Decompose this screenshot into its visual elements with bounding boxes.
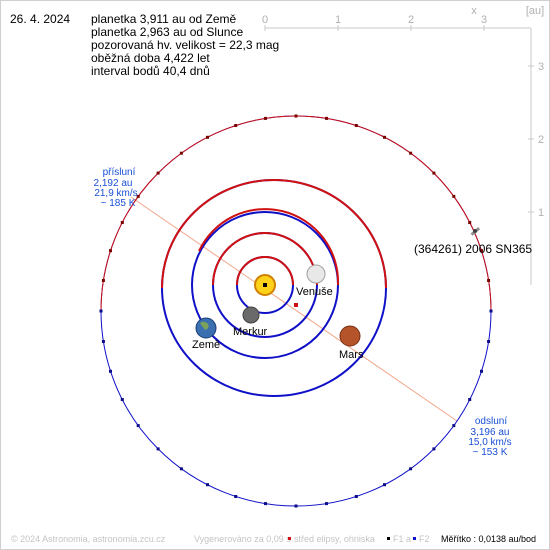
footer: © 2024 Astronomia, astronomia.zcu.cz Vyg… [11,534,430,544]
orbit-point [354,124,358,127]
y-tick-label: 1 [538,207,544,219]
orbit-venus-red [212,232,318,286]
orbit-point [409,151,413,155]
perihelion-distance: 2,192 au [94,178,133,189]
perihelion-temperature: ~ 185 K [101,198,136,209]
earth-land-icon [200,321,209,330]
orbit-point [487,279,491,282]
orbit-point [136,194,140,198]
x-tick-label: 0 [262,14,268,26]
x-tick-label: 2 [408,14,414,26]
x-axis-label: x [471,5,477,17]
orbit-point [452,424,456,428]
info-line: planetka 3,911 au od Země [91,12,237,26]
orbit-point [234,495,238,498]
orbit-point [234,124,238,127]
scale-label: Měřítko : 0,0138 au/bod [441,534,536,544]
mars-icon [339,325,361,347]
footer-copyright: © 2024 Astronomia, astronomia.zcu.cz [11,534,166,544]
y-tick-label: 2 [538,134,544,146]
orbit-point [156,171,160,175]
apsidal-line [130,196,458,422]
info-block: planetka 3,911 au od Země planetka 2,963… [91,12,279,78]
focus-f1-marker [263,283,267,287]
footer-legend-f1: F1 a [393,534,411,544]
orbit-point [179,467,183,471]
orbit-point [489,309,493,313]
asteroid-marker-icon [470,227,481,236]
orbit-point [99,309,103,313]
orbit-point [409,467,413,471]
aphelion-title: odsluní [475,416,507,427]
orbit-point [156,447,160,451]
planet-label-earth: Země [192,339,220,351]
perihelion-title: přísluní [103,167,136,178]
aphelion-label: odsluní 3,196 au 15,0 km/s ~ 153 K [468,416,511,458]
planet-label-mercury: Merkur [233,326,268,338]
date-label: 26. 4. 2024 [10,12,70,26]
orbit-point [101,340,105,343]
orbit-point [480,249,483,253]
orbit-point [179,151,183,155]
planet-label-mars: Mars [339,349,364,361]
asteroid-orbit-red [100,115,492,312]
perihelion-label: přísluní 2,192 au 21,9 km/s ~ 185 K [94,167,138,209]
orbit-point [294,114,298,118]
orbit-point [325,502,328,506]
legend-f1-icon [387,537,390,540]
orbit-point [206,135,209,139]
orbit-point [101,279,105,282]
orbit-point [325,116,328,120]
aphelion-velocity: 15,0 km/s [468,437,511,448]
orbit-point [294,504,298,508]
footer-generated: Vygenerováno za 0,09 s [194,534,291,544]
info-line: oběžná doba 4,422 let [91,51,210,65]
x-tick-label: 1 [335,14,341,26]
asteroid-name-label: (364261) 2006 SN365 [414,242,532,256]
legend-center-icon [288,537,291,540]
orbit-point [264,502,267,506]
orbit-point [109,249,112,253]
orbit-point [487,340,491,343]
asteroid-orbit-points [99,114,493,508]
orbit-point [468,398,472,401]
orbit-point [432,447,436,451]
venus-icon [306,264,326,284]
footer-legend-center: střed elipsy, ohniska [294,534,375,544]
aphelion-distance: 3,196 au [471,427,510,438]
orbit-mars-red [161,179,387,289]
orbit-point [354,495,358,498]
orbit-point [452,194,456,198]
legend-f2-icon [413,537,416,540]
info-line: planetka 2,963 au od Slunce [91,25,243,39]
orbit-earth-red [198,208,340,286]
axis-unit-label: [au] [526,5,544,17]
footer-legend-f2: F2 [419,534,430,544]
ellipse-center-marker [294,303,298,307]
orbit-point [432,171,436,175]
axis-frame [264,25,534,285]
orbit-point [383,135,386,139]
x-tick-label: 3 [481,14,487,26]
y-tick-label: 3 [538,61,544,73]
mercury-icon [242,306,260,324]
aphelion-temperature: ~ 153 K [473,447,508,458]
orbit-mercury-red [236,256,294,286]
orbit-point [468,221,472,224]
perihelion-velocity: 21,9 km/s [94,188,137,199]
orbit-point [206,483,209,487]
info-line: interval bodů 40,4 dnů [91,64,210,78]
orbit-point [136,424,140,428]
orbit-point [383,483,386,487]
orbit-point [264,116,267,120]
info-line: pozorovaná hv. velikost = 22,3 mag [91,38,279,52]
orbit-point [480,369,483,373]
orbit-point [120,398,124,401]
planet-label-venus: Venuše [296,286,333,298]
orbit-point [120,221,124,224]
orbit-point [109,369,112,373]
